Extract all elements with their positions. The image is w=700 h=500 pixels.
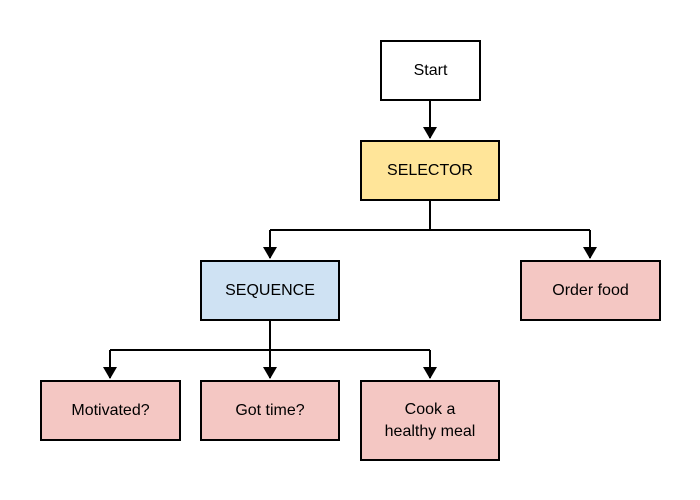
order-food-node: Order food	[520, 260, 661, 321]
cook-meal-node-label: Cook a healthy meal	[384, 400, 476, 440]
start-node: Start	[380, 40, 481, 101]
sequence-node-label: SEQUENCE	[225, 281, 315, 299]
got-time-node-label: Got time?	[235, 401, 305, 419]
motivated-node-label: Motivated?	[71, 401, 150, 419]
motivated-node: Motivated?	[40, 380, 181, 441]
selector-node: SELECTOR	[360, 140, 500, 201]
connector-selector-trunk	[270, 200, 590, 231]
order-food-node-label: Order food	[552, 281, 629, 299]
cook-meal-node: Cook a healthy meal	[360, 380, 500, 461]
connector-sequence-trunk	[110, 320, 430, 351]
start-node-label: Start	[413, 61, 448, 79]
sequence-node: SEQUENCE	[200, 260, 340, 321]
got-time-node: Got time?	[200, 380, 340, 441]
selector-node-label: SELECTOR	[387, 161, 473, 179]
